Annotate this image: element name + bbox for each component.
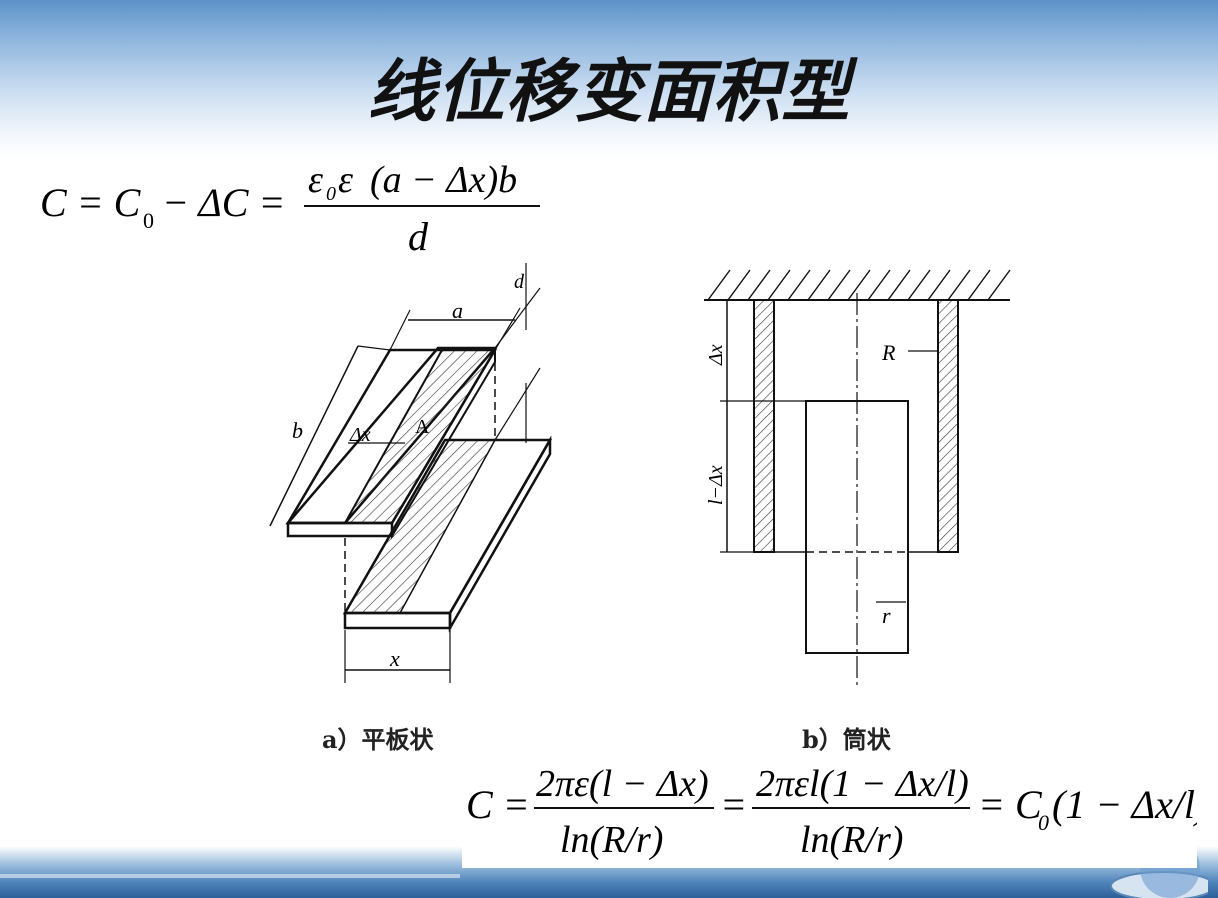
formula-minus: − ΔC = [162, 180, 285, 225]
formula2-f1-num: 2πε(l − Δx) [536, 763, 709, 805]
formula2-eq3: = C [978, 782, 1043, 827]
label-a: a [452, 298, 463, 323]
formula-flat-plate: C = C 0 − ΔC = ε 0 ε (a − Δx)b d [40, 159, 540, 259]
footer-stripe [0, 874, 460, 878]
label-dx-cyl: Δx [705, 344, 727, 366]
label-A: A [415, 416, 430, 438]
label-b: b [292, 418, 303, 443]
formula2-tail: (1 − Δx/l) [1052, 782, 1197, 827]
upper-plate-edge [286, 521, 394, 538]
ground-hatch [707, 269, 1011, 301]
outer-wall-left [753, 299, 775, 553]
formula2-f1-den: ln(R/r) [560, 819, 663, 861]
outer-wall-right [937, 299, 959, 553]
formula2-f2-num: 2πεl(1 − Δx/l) [756, 763, 969, 805]
figure-flat-plate: a b Δx A d x [269, 263, 553, 683]
label-x: x [389, 646, 400, 671]
formula-num-rest: (a − Δx)b [370, 159, 517, 201]
formula2-sub0: 0 [1038, 810, 1049, 835]
formula-den: d [408, 214, 429, 259]
formula-num-eps2: ε [338, 159, 353, 201]
slide-title: 线位移变面积型 [367, 52, 851, 132]
caption-cylinder: b）筒状 [802, 725, 891, 754]
caption-flat-plate: a）平板状 [322, 725, 434, 754]
label-l-dx: l−Δx [705, 465, 727, 505]
formula2-eq2: = [720, 782, 747, 827]
label-dx: Δx [349, 424, 371, 446]
label-R: R [881, 340, 896, 365]
figure-cylinder: Δx l−Δx R r [704, 269, 1011, 685]
formula2-f2-den: ln(R/r) [800, 819, 903, 861]
label-r: r [882, 603, 891, 628]
formula-subscript: 0 [143, 208, 154, 233]
upper-plate-side [391, 346, 496, 540]
label-d: d [514, 271, 525, 293]
lower-plate-edge [343, 611, 452, 630]
formula-cylinder: C = 2πε(l − Δx) ln(R/r) = 2πεl(1 − Δx/l)… [462, 752, 1197, 868]
formula2-lhs: C = [466, 782, 530, 827]
formula-lhs: C = C [40, 180, 142, 225]
formula-num-sub0: 0 [326, 183, 336, 205]
lower-plate-side [448, 435, 552, 633]
formula-num-eps: ε [308, 159, 323, 201]
